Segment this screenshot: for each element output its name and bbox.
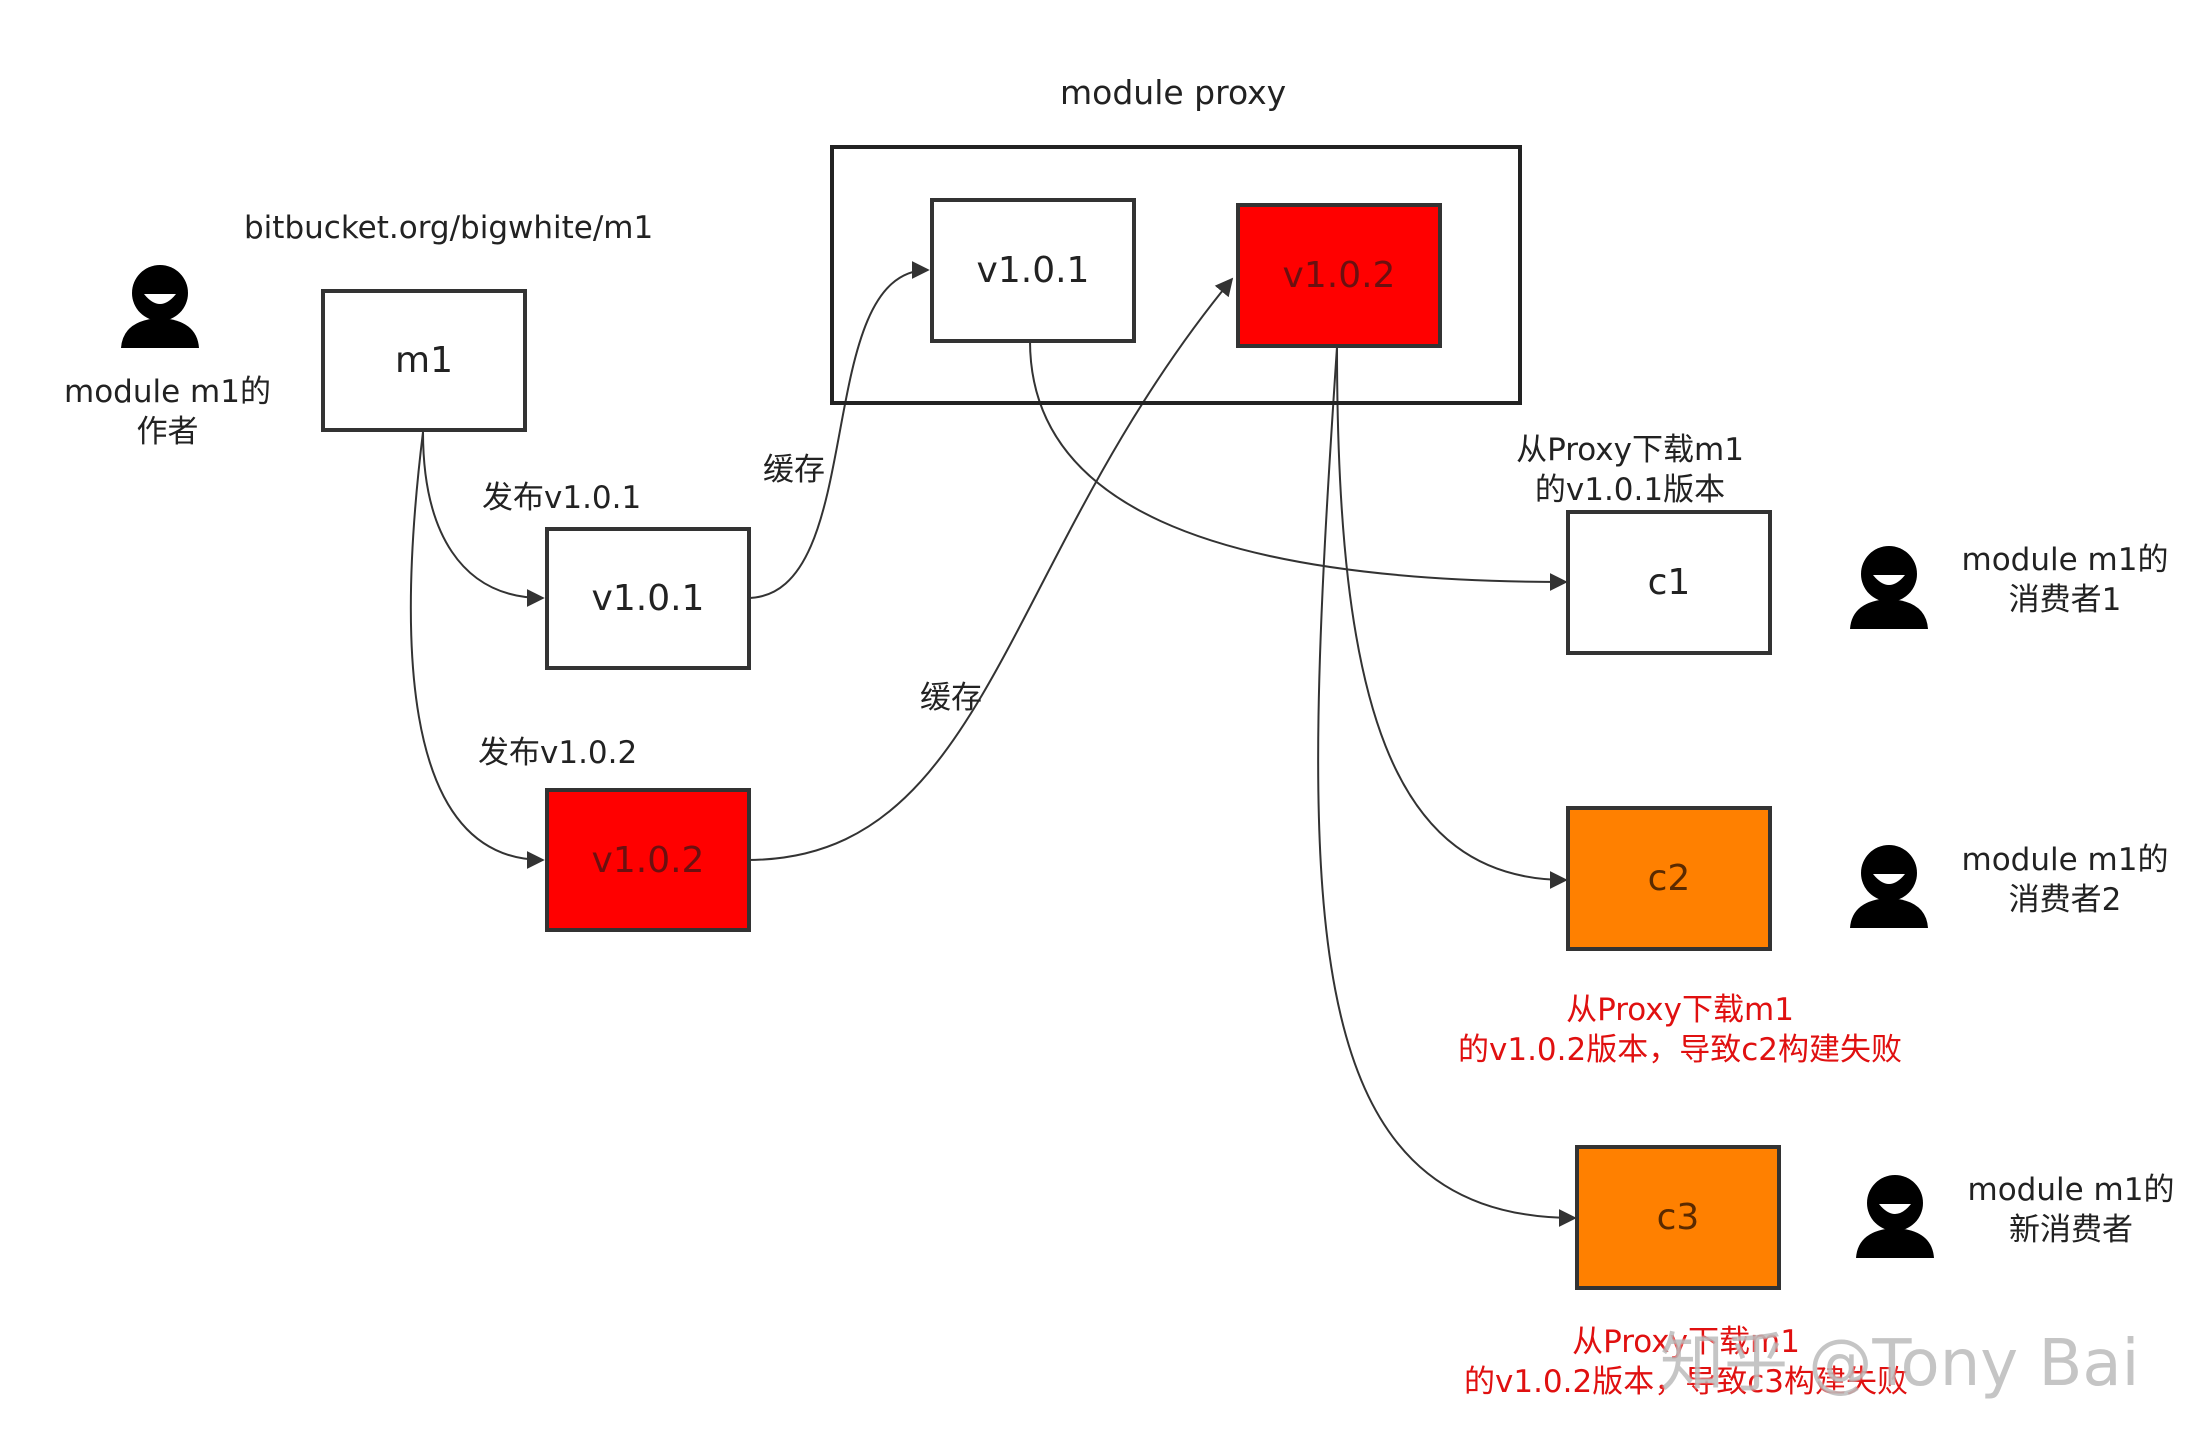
- consumer2-label-line1: module m1的: [1961, 842, 2169, 878]
- proxy-title: module proxy: [1060, 73, 1287, 112]
- c2-note-line1: 从Proxy下载m1: [1566, 992, 1794, 1028]
- consumer1-person-icon: [1850, 546, 1928, 629]
- author-label-line2: 作者: [136, 414, 199, 451]
- repo-path-label: bitbucket.org/bigwhite/m1: [244, 210, 654, 246]
- consumer2-label: module m1的 消费者2: [1940, 840, 2190, 921]
- module-proxy-box[interactable]: [830, 145, 1522, 405]
- c1-note-line2: 的v1.0.1版本: [1534, 472, 1726, 509]
- c3-failure-note: 从Proxy下载m1 的v1.0.2版本，导致c3构建失败: [1396, 1322, 1976, 1403]
- edge-m1-to-v102: [409, 431, 545, 869]
- watermark-text: 知乎 @Tony Bai: [1660, 1327, 2140, 1401]
- c2-note-line2: 的v1.0.2版本，导致c2构建失败: [1458, 1032, 1902, 1069]
- cache-label-1: 缓存: [763, 452, 825, 488]
- consumer1-label-line2: 消费者1: [2008, 582, 2122, 619]
- edge-proxy-v102-to-c3: [1317, 346, 1577, 1227]
- published-v101-node[interactable]: v1.0.1: [545, 527, 751, 670]
- edge-m1-to-v101: [422, 431, 545, 607]
- consumer3-label: module m1的 新消费者: [1946, 1170, 2196, 1251]
- consumer-c3-node[interactable]: c3: [1575, 1145, 1781, 1290]
- publish-v101-label: 发布v1.0.1: [482, 480, 642, 516]
- consumer3-label-line2: 新消费者: [2009, 1212, 2133, 1249]
- consumer1-label: module m1的 消费者1: [1940, 540, 2190, 621]
- c3-note-line1: 从Proxy下载m1: [1572, 1324, 1800, 1360]
- c1-download-note: 从Proxy下载m1 的v1.0.1版本: [1480, 430, 1780, 511]
- author-label-line1: module m1的: [64, 374, 271, 410]
- consumer3-label-line1: module m1的: [1967, 1172, 2175, 1208]
- consumer2-person-icon: [1850, 845, 1928, 928]
- author-person-icon: [121, 265, 199, 348]
- consumer1-label-line1: module m1的: [1961, 542, 2169, 578]
- proxy-v101-node[interactable]: v1.0.1: [930, 198, 1136, 343]
- consumer-c1-node[interactable]: c1: [1566, 510, 1772, 655]
- consumer2-label-line2: 消费者2: [2008, 882, 2122, 919]
- consumer-c2-node[interactable]: c2: [1566, 806, 1772, 951]
- edge-v101-to-proxy-v101: [746, 261, 930, 599]
- cache-label-2: 缓存: [920, 680, 982, 716]
- module-m1-node[interactable]: m1: [321, 289, 527, 432]
- c2-failure-note: 从Proxy下载m1 的v1.0.2版本，导致c2构建失败: [1390, 990, 1970, 1071]
- edge-proxy-v102-to-c2: [1336, 346, 1568, 889]
- author-label: module m1的 作者: [40, 372, 295, 453]
- consumer3-person-icon: [1856, 1175, 1934, 1258]
- proxy-v102-node[interactable]: v1.0.2: [1236, 203, 1442, 348]
- c1-note-line1: 从Proxy下载m1: [1516, 432, 1744, 468]
- publish-v102-label: 发布v1.0.2: [478, 735, 638, 771]
- published-v102-node[interactable]: v1.0.2: [545, 788, 751, 932]
- c3-note-line2: 的v1.0.2版本，导致c3构建失败: [1464, 1364, 1908, 1401]
